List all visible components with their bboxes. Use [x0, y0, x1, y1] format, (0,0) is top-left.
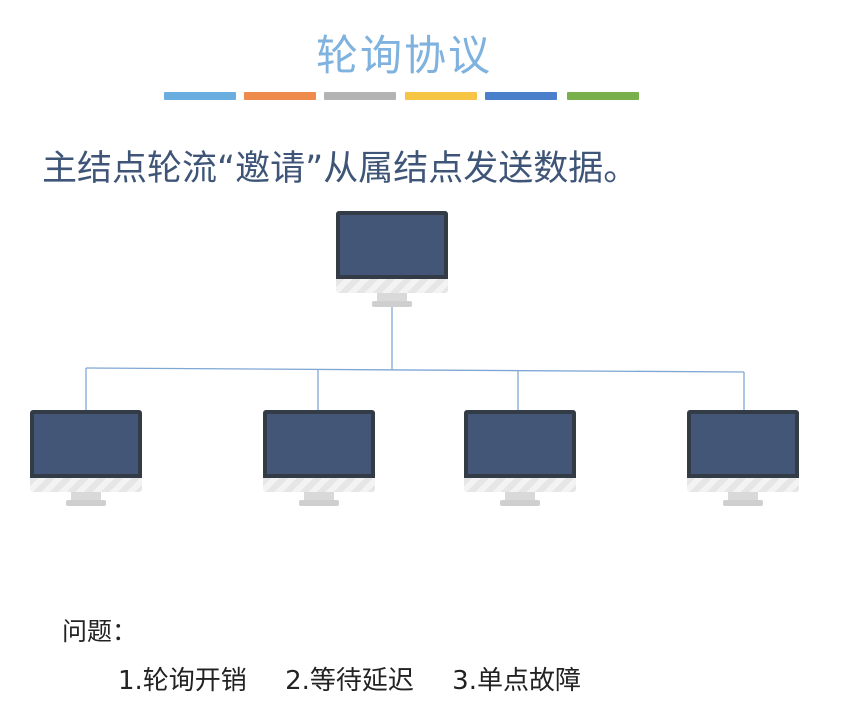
slave-computer-4: [687, 410, 799, 508]
monitor-icon: [336, 211, 448, 279]
color-bar-yellow: [405, 92, 477, 100]
problem-item: 1.轮询开销: [118, 666, 247, 696]
color-bar-gray: [324, 92, 396, 100]
monitor-icon: [30, 410, 142, 478]
problem-item: 3.单点故障: [452, 666, 581, 696]
problems-list: 1.轮询开销 2.等待延迟 3.单点故障: [118, 660, 611, 697]
problems-label: 问题：: [62, 617, 138, 646]
slave-computer-3: [464, 410, 576, 508]
color-bar-darkblue: [485, 92, 557, 100]
master-computer: [336, 211, 448, 309]
color-bar-blue: [164, 92, 236, 100]
slave-computer-2: [263, 410, 375, 508]
wire-bus: [85, 367, 745, 373]
slave-computer-1: [30, 410, 142, 508]
page-title: 轮询协议: [315, 31, 492, 80]
monitor-icon: [464, 410, 576, 478]
monitor-icon: [263, 410, 375, 478]
color-bar-orange: [244, 92, 316, 100]
monitor-icon: [687, 410, 799, 478]
subtitle: 主结点轮流“邀请”从属结点发送数据。: [42, 149, 639, 189]
color-bar-green: [567, 92, 639, 100]
problem-item: 2.等待延迟: [285, 666, 414, 696]
